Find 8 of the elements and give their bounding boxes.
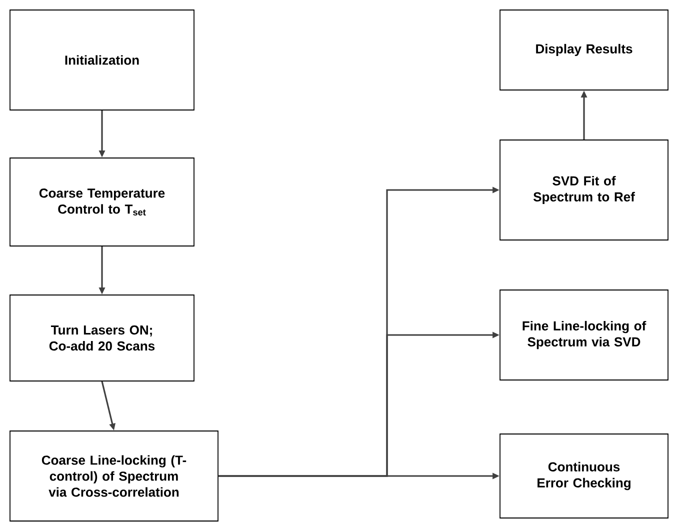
process-box: Coarse Temperature Control to T$_{set}$ xyxy=(10,158,194,246)
process-box: Fine Line-locking of Spectrum via SVD xyxy=(500,290,668,380)
process-box: Turn Lasers ON; Co-add 20 Scans xyxy=(10,294,194,382)
process-box: Display Results xyxy=(500,10,668,90)
process-box: Coarse Line-locking (T-control) of Spectrum via Cross-correlation xyxy=(10,430,218,522)
process-box: SVD Fit of Spectrum to Ref xyxy=(500,140,668,240)
process-box: Initialization xyxy=(10,10,194,110)
process-box: Continuous Error Checking xyxy=(500,434,668,518)
